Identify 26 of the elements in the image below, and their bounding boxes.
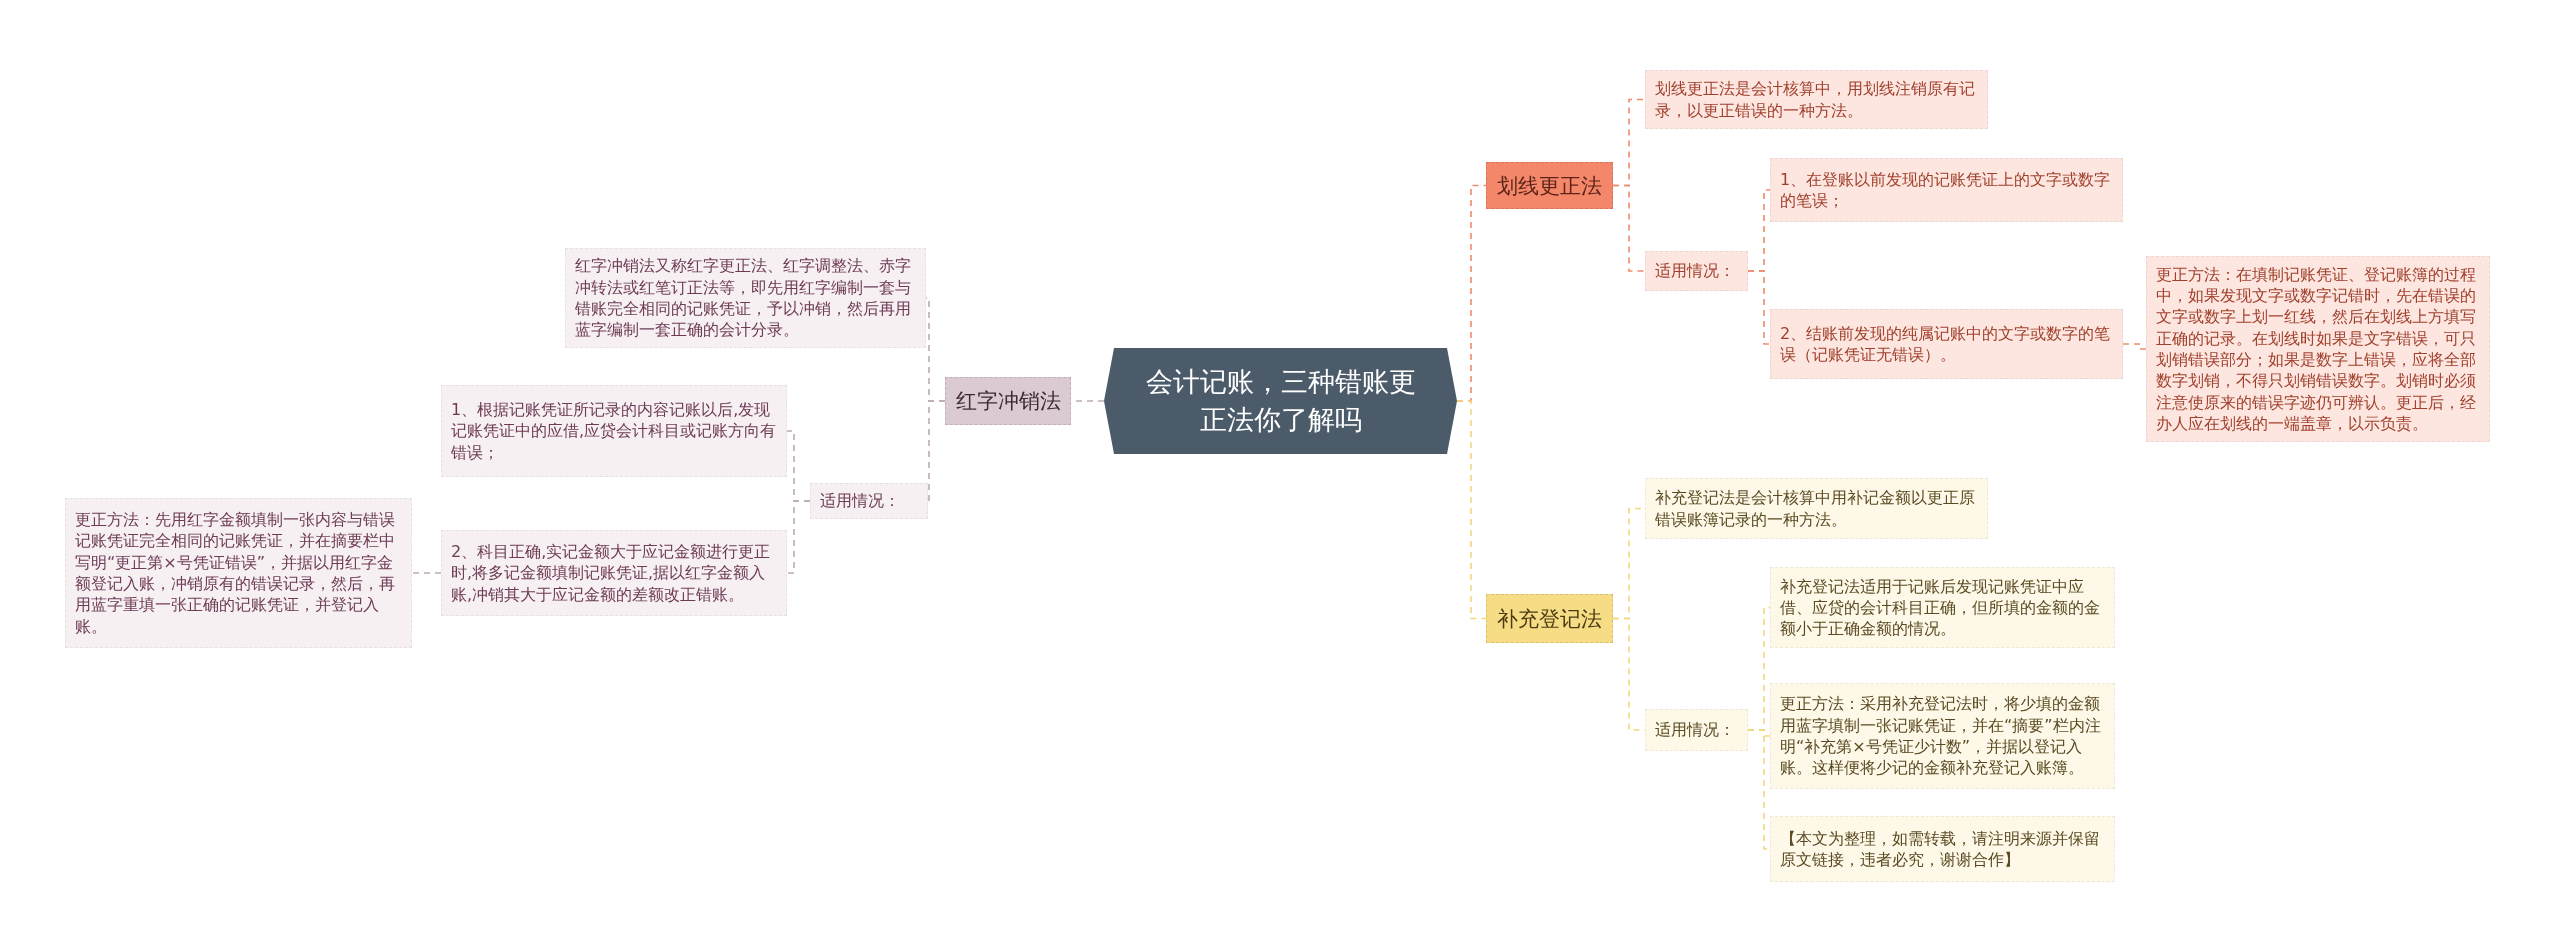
branch-topic: 红字冲销法 (945, 377, 1071, 425)
subtopic-note: 划线更正法是会计核算中，用划线注销原有记录，以更正错误的一种方法。 (1645, 70, 1988, 129)
connector-line (2122, 343, 2147, 350)
subtopic-note: 补充登记法是会计核算中用补记金额以更正原错误账簿记录的一种方法。 (1645, 478, 1988, 539)
subtopic-note: 补充登记法适用于记账后发现记账凭证中应借、应贷的会计科目正确，但所填的金额的金额小于正确金额的情况。 (1770, 567, 2115, 648)
connector-line (1747, 270, 1771, 345)
subtopic-note: 适用情况： (810, 483, 928, 519)
branch-topic: 划线更正法 (1486, 162, 1613, 209)
subtopic-note: 【本文为整理，如需转载，请注明来源并保留原文链接，违者必究，谢谢合作】 (1770, 816, 2115, 882)
subtopic-note: 1、在登账以前发现的记账凭证上的文字或数字的笔误； (1770, 158, 2123, 222)
subtopic-note: 适用情况： (1645, 251, 1748, 291)
subtopic-note: 适用情况： (1645, 709, 1748, 751)
subtopic-note: 1、根据记账凭证所记录的内容记账以后,发现记账凭证中的应借,应贷会计科目或记账方向有错误； (441, 385, 787, 477)
subtopic-note: 2、结账前发现的纯属记账中的文字或数字的笔误（记账凭证无错误）。 (1770, 309, 2123, 379)
central-topic: 会计记账，三种错账更正法你了解吗 (1104, 348, 1457, 454)
connector-line (1456, 400, 1487, 620)
branch-topic: 补充登记法 (1486, 594, 1613, 643)
subtopic-note: 红字冲销法又称红字更正法、红字调整法、赤字冲转法或红笔订正法等，即先用红字编制一套与错账完全相同的记账凭证，予以冲销，然后再用蓝字编制一套正确的会计分录。 (565, 248, 926, 348)
connector-line (927, 400, 946, 502)
subtopic-note: 2、科目正确,实记金额大于应记金额进行更正时,将多记金额填制记账凭证,据以红字金额入账,冲销其大于应记金额的差额改正错账。 (441, 530, 787, 616)
subtopic-note: 更正方法：采用补充登记法时，将少填的金额用蓝字填制一张记账凭证，并在“摘要”栏内注明“补充第×号凭证少计数”，并据以登记入账。这样便将少记的金额补充登记入账簿。 (1770, 683, 2115, 789)
subtopic-note: 更正方法：在填制记账凭证、登记账簿的过程中，如果发现文字或数字记错时，先在错误的文字或数字上划一红线，然后在划线上方填写正确的记录。在划线时如果是文字错误，可只划销错误部分；如果是数字上错误，应将全部数字划销，不得只划销错误数字。划销时必须注意使原来的错误字迹仍可辨认。更正后，经办人应在划线的一端盖章，以示负责。 (2146, 256, 2490, 442)
connector-line (786, 500, 811, 574)
connector-line (1612, 184, 1646, 272)
subtopic-note: 更正方法：先用红字金额填制一张内容与错误记账凭证完全相同的记账凭证，并在摘要栏中写明“更正第×号凭证错误”，并据以用红字金额登记入账，冲销原有的错误记录，然后，再用蓝字重填一张正确的记账凭证，并登记入账。 (65, 498, 412, 648)
connector-line (411, 572, 442, 574)
